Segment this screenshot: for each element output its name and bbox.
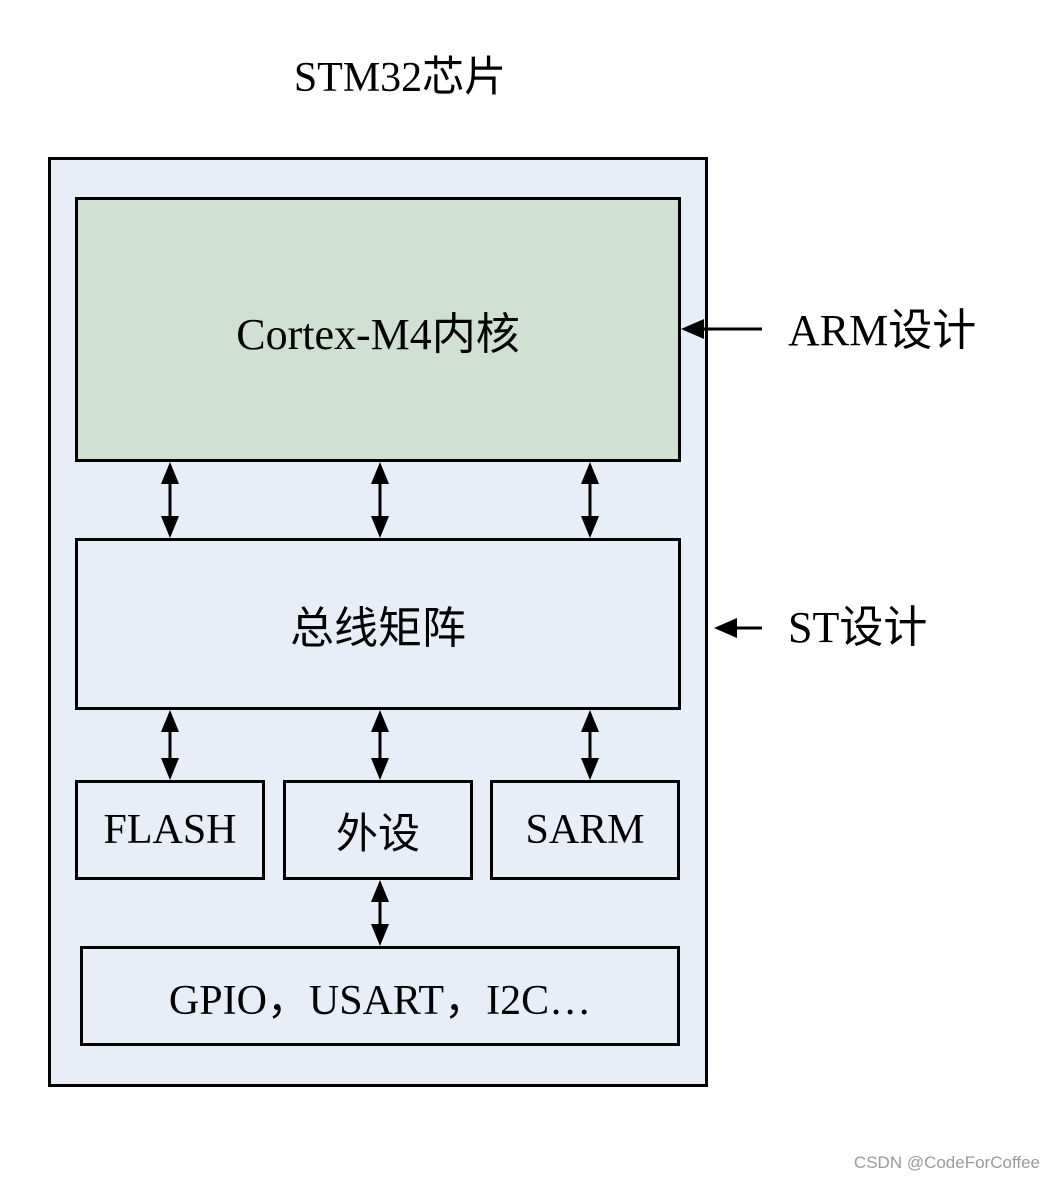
peripherals-label: 外设: [335, 811, 420, 858]
sram-block: SARM: [490, 780, 680, 880]
st-design-label: ST设计: [788, 603, 928, 652]
bus-flash-arrow: [161, 710, 179, 780]
core-bus-arrow-2: [371, 462, 389, 538]
flash-label: FLASH: [103, 807, 237, 853]
bus-peripherals-arrow: [371, 710, 389, 780]
peripherals-block: 外设: [283, 780, 473, 880]
cortex-m4-core-block: Cortex-M4内核: [75, 197, 681, 462]
sram-label: SARM: [525, 807, 645, 853]
watermark-text: CSDN @CodeForCoffee: [853, 1153, 1040, 1172]
cortex-m4-core-label: Cortex-M4内核: [236, 309, 520, 359]
bus-matrix-label: 总线矩阵: [290, 604, 466, 653]
core-bus-arrow-1: [161, 462, 179, 538]
peripherals-io-arrow: [371, 880, 389, 946]
st-design-arrow: [714, 618, 762, 638]
io-peripherals-label: GPIO，USART，I2C…: [168, 977, 592, 1024]
bus-sram-arrow: [581, 710, 599, 780]
core-bus-arrow-3: [581, 462, 599, 538]
arm-design-label: ARM设计: [788, 306, 977, 355]
flash-block: FLASH: [75, 780, 265, 880]
bus-matrix-block: 总线矩阵: [75, 538, 681, 710]
arm-design-arrow: [681, 319, 762, 339]
io-peripherals-block: GPIO，USART，I2C…: [80, 946, 680, 1046]
diagram-title: STM32芯片: [293, 55, 507, 101]
